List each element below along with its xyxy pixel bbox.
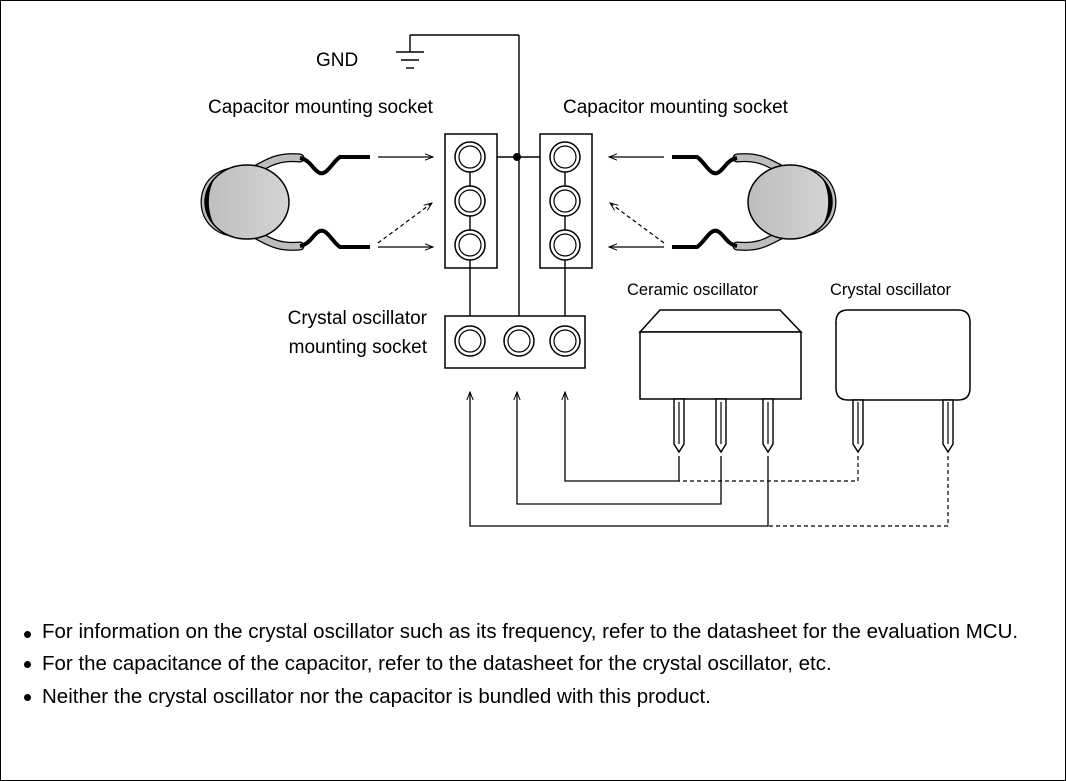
capacitor-socket-right-label: Capacitor mounting socket: [563, 97, 789, 118]
crystal-socket-label-line2: mounting socket: [289, 337, 428, 358]
note-text: For the capacitance of the capacitor, re…: [42, 652, 832, 675]
note-item: Neither the crystal oscillator nor the c…: [22, 680, 1052, 713]
crystal-oscillator-label: Crystal oscillator: [830, 281, 952, 299]
socket-connection-wires: [469, 172, 566, 316]
note-item: For information on the crystal oscillato…: [22, 617, 1052, 647]
capacitor-socket-left-label: Capacitor mounting socket: [208, 97, 434, 118]
junction-dot: [513, 153, 521, 161]
note-text: Neither the crystal oscillator nor the c…: [42, 685, 711, 708]
gnd-symbol: [396, 34, 519, 69]
capacitor-socket-right: [539, 133, 593, 269]
crystal-routing-dashed: [679, 456, 949, 527]
note-item: For the capacitance of the capacitor, re…: [22, 647, 1052, 680]
capacitor-insertion-arrows: [377, 157, 665, 247]
capacitor-socket-left: [444, 133, 498, 269]
crystal-oscillator: [835, 309, 971, 454]
capacitor-right: [672, 153, 837, 251]
ceramic-oscillator-label: Ceramic oscillator: [627, 281, 759, 299]
gnd-label: GND: [316, 50, 358, 71]
note-text: For information on the crystal oscillato…: [42, 620, 1019, 643]
crystal-socket-label-line1: Crystal oscillator: [288, 308, 428, 329]
notes-list: For information on the crystal oscillato…: [22, 617, 1052, 713]
capacitor-left: [200, 153, 370, 251]
crystal-oscillator-socket: [444, 315, 586, 369]
oscillator-routing-wires: [470, 392, 769, 527]
ceramic-oscillator: [638, 309, 803, 454]
